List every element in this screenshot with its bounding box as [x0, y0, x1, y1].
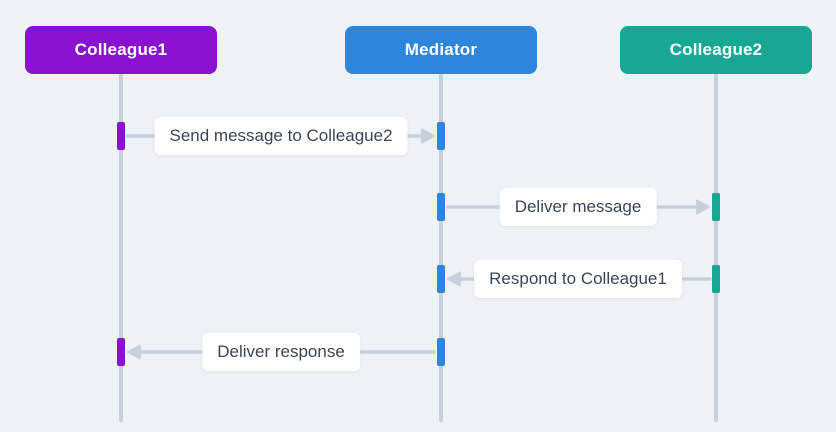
activation-colleague1-1 [117, 122, 125, 150]
participant-colleague1: Colleague1 [25, 26, 217, 74]
message-label-send-message: Send message to Colleague2 [154, 117, 408, 155]
lifeline-colleague2 [714, 72, 718, 422]
activation-mediator-2 [437, 193, 445, 221]
participant-colleague1-label: Colleague1 [74, 40, 168, 59]
activation-mediator-1 [437, 122, 445, 150]
activation-colleague1-2 [117, 338, 125, 366]
participant-colleague2: Colleague2 [620, 26, 812, 74]
lifeline-colleague1 [119, 72, 123, 422]
participant-mediator: Mediator [345, 26, 537, 74]
lifeline-mediator [439, 72, 443, 422]
message-label-deliver-response: Deliver response [202, 333, 360, 371]
activation-colleague2-2 [712, 265, 720, 293]
activation-mediator-3 [437, 265, 445, 293]
message-label-respond: Respond to Colleague1 [474, 260, 682, 298]
activation-mediator-4 [437, 338, 445, 366]
participant-colleague2-label: Colleague2 [669, 40, 763, 59]
message-label-deliver-message: Deliver message [499, 188, 657, 226]
activation-colleague2-1 [712, 193, 720, 221]
participant-mediator-label: Mediator [404, 40, 478, 59]
